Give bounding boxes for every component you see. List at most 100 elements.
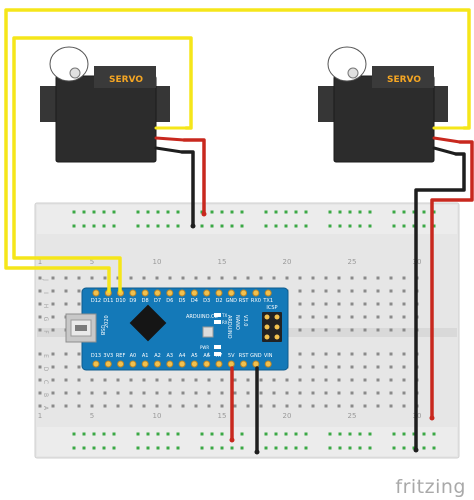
breadboard-hole — [77, 302, 81, 306]
breadboard-hole — [337, 391, 341, 395]
breadboard-hole — [207, 391, 211, 395]
breadboard-hole — [337, 328, 341, 332]
rail-hole — [82, 432, 86, 436]
breadboard-hole — [350, 328, 354, 332]
breadboard-hole — [324, 276, 328, 280]
pin-bottom — [203, 360, 211, 368]
rail-hole — [338, 432, 342, 436]
rail-hole — [338, 224, 342, 228]
breadboard-hole — [350, 289, 354, 293]
breadboard-hole — [389, 404, 393, 408]
rail-hole — [220, 224, 224, 228]
pin-bottom — [129, 360, 137, 368]
breadboard-hole — [311, 289, 315, 293]
breadboard-hole — [337, 276, 341, 280]
rail-hole — [328, 446, 332, 450]
pin-label-top: D10 — [115, 298, 125, 304]
pin-label-top: RX0 — [251, 298, 261, 304]
breadboard-hole — [324, 391, 328, 395]
rail-hole — [338, 446, 342, 450]
rail-hole — [274, 210, 278, 214]
pin-top — [154, 289, 161, 297]
breadboard-hole — [64, 378, 68, 382]
breadboard-hole — [402, 328, 406, 332]
breadboard-hole — [285, 391, 289, 395]
breadboard-hole — [181, 391, 185, 395]
top-power-rail — [37, 205, 457, 234]
rail-hole — [200, 432, 204, 436]
wire-end — [229, 437, 235, 443]
rail-hole — [136, 432, 140, 436]
breadboard-hole — [311, 328, 315, 332]
breadboard-hole — [402, 289, 406, 293]
rail-hole — [422, 432, 426, 436]
breadboard-hole — [363, 404, 367, 408]
rail-hole — [348, 432, 352, 436]
column-number: 1 — [38, 412, 42, 420]
breadboard-hole — [272, 404, 276, 408]
mode-label: 2020 — [104, 315, 110, 328]
pin-label-top: D4 — [191, 298, 198, 304]
rail-hole — [294, 432, 298, 436]
rail-hole — [220, 432, 224, 436]
pin-label-bottom: A3 — [166, 353, 173, 359]
power-wire-servo-right — [430, 140, 474, 420]
breadboard-hole — [103, 276, 107, 280]
rail-hole — [412, 210, 416, 214]
pin-label-top: D5 — [179, 298, 186, 304]
breadboard-hole — [402, 315, 406, 319]
rail-hole — [176, 432, 180, 436]
reset-button — [202, 326, 214, 338]
breadboard-hole — [324, 328, 328, 332]
rail-hole — [358, 446, 362, 450]
breadboard-hole — [337, 315, 341, 319]
breadboard-hole — [337, 302, 341, 306]
breadboard-hole — [337, 404, 341, 408]
breadboard-hole — [259, 276, 263, 280]
rail-hole — [200, 224, 204, 228]
rail-hole — [304, 210, 308, 214]
servo-right-label: SERVO — [387, 75, 421, 85]
rail-hole — [294, 210, 298, 214]
breadboard-hole — [389, 315, 393, 319]
breadboard-hole — [259, 378, 263, 382]
pin-bottom — [215, 360, 223, 368]
breadboard-hole — [51, 378, 55, 382]
breadboard-hole — [376, 365, 380, 369]
board-url-label: ARDUINO.CC — [186, 314, 218, 320]
rail-hole — [304, 446, 308, 450]
rail-hole — [220, 210, 224, 214]
breadboard-hole — [363, 302, 367, 306]
breadboard-hole — [285, 404, 289, 408]
breadboard-hole — [298, 404, 302, 408]
rail-hole — [156, 224, 160, 228]
breadboard-hole — [389, 378, 393, 382]
rail-hole — [368, 224, 372, 228]
breadboard-hole — [402, 404, 406, 408]
pin-label-bottom: A0 — [130, 353, 137, 359]
rail-hole — [210, 210, 214, 214]
pin-label-bottom: A1 — [142, 353, 149, 359]
breadboard-hole — [246, 391, 250, 395]
rail-hole — [166, 210, 170, 214]
pin-label-top: D7 — [154, 298, 161, 304]
led-pwr-label: PWR — [200, 345, 209, 350]
breadboard-hole — [259, 391, 263, 395]
signal-wire-servo-right — [4, 8, 471, 293]
breadboard-hole — [51, 302, 55, 306]
row-letter: J — [42, 278, 49, 281]
rail-hole — [368, 446, 372, 450]
breadboard-hole — [129, 378, 133, 382]
icsp-label: ICSP — [266, 305, 277, 311]
pin-label-top: D8 — [142, 298, 149, 304]
breadboard-hole — [311, 302, 315, 306]
breadboard-hole — [363, 276, 367, 280]
breadboard-hole — [402, 365, 406, 369]
breadboard-hole — [181, 404, 185, 408]
breadboard-hole — [363, 328, 367, 332]
breadboard-hole — [376, 391, 380, 395]
breadboard-hole — [38, 365, 42, 369]
pin-bottom — [166, 360, 174, 368]
breadboard-hole — [51, 404, 55, 408]
